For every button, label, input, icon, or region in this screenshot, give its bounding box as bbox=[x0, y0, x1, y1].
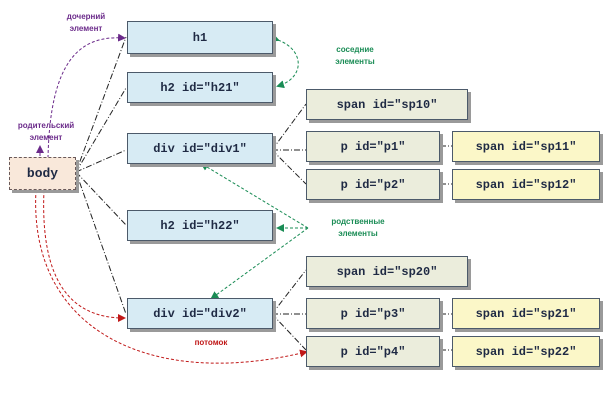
child-arrow bbox=[47, 33, 126, 159]
node-p2: p id="p2" bbox=[306, 169, 440, 200]
node-div1: div id="div1" bbox=[127, 133, 273, 164]
descendant-label: потомок bbox=[194, 338, 228, 347]
parent-label-line1: родительский bbox=[17, 121, 75, 130]
parent-element-label: родительский элемент bbox=[12, 120, 80, 144]
node-h1: h1 bbox=[127, 21, 273, 54]
child-element-label: дочерний элемент bbox=[56, 11, 116, 35]
node-body: body bbox=[9, 157, 76, 190]
node-sp10: span id="sp10" bbox=[306, 89, 468, 120]
tree-lines-body bbox=[75, 36, 127, 315]
node-p1: p id="p1" bbox=[306, 131, 440, 162]
siblings-label-line1: соседние bbox=[336, 45, 374, 54]
node-sp21: span id="sp21" bbox=[452, 298, 600, 329]
relatives-label-line1: родственные bbox=[331, 217, 385, 226]
relatives-label-line2: элементы bbox=[338, 229, 378, 238]
node-h21: h2 id="h21" bbox=[127, 72, 273, 103]
descendant-arrow-div2 bbox=[40, 183, 126, 322]
node-sp20: span id="sp20" bbox=[306, 256, 468, 287]
siblings-label-line2: элементы bbox=[335, 57, 375, 66]
node-sp12: span id="sp12" bbox=[452, 169, 600, 200]
node-p3: p id="p3" bbox=[306, 298, 440, 329]
child-label-line2: элемент bbox=[69, 24, 103, 33]
node-sp11: span id="sp11" bbox=[452, 131, 600, 162]
siblings-arrow bbox=[270, 34, 299, 89]
node-sp22: span id="sp22" bbox=[452, 336, 600, 367]
parent-label-line2: элемент bbox=[29, 133, 63, 142]
child-label-line1: дочерний bbox=[66, 12, 106, 21]
node-h22: h2 id="h22" bbox=[127, 210, 273, 241]
descendant-arrow-p4 bbox=[32, 183, 308, 364]
relatives-label: родственные элементы bbox=[318, 216, 398, 240]
node-div2: div id="div2" bbox=[127, 298, 273, 329]
siblings-label: соседние элементы bbox=[320, 44, 390, 68]
node-p4: p id="p4" bbox=[306, 336, 440, 367]
tree-lines-div1 bbox=[271, 103, 452, 185]
